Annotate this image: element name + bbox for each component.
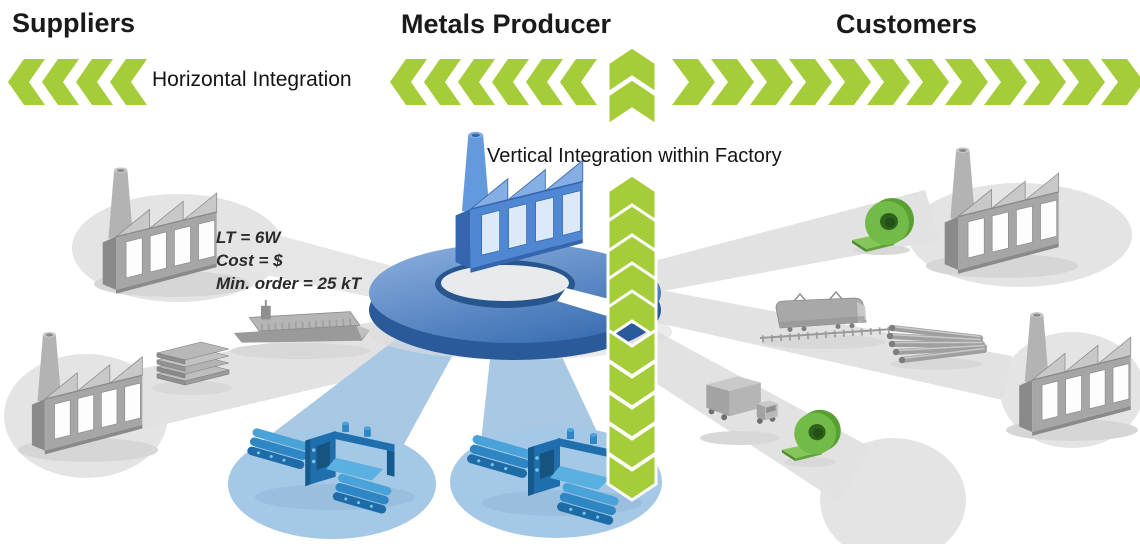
supplier-terms-callout: LT = 6W Cost = $ Min. order = 25 kT bbox=[216, 226, 361, 295]
chevrons-vertical-icon bbox=[606, 45, 658, 502]
barge-icon bbox=[234, 300, 370, 343]
chevrons-producer-left-icon bbox=[390, 59, 597, 105]
callout-line-leadtime: LT = 6W bbox=[216, 228, 281, 247]
callout-line-cost: Cost = $ bbox=[216, 251, 283, 270]
horizontal-integration-label: Horizontal Integration bbox=[152, 68, 352, 91]
metals-producer-heading: Metals Producer bbox=[401, 9, 612, 39]
customers-heading: Customers bbox=[836, 9, 978, 39]
callout-line-min-order: Min. order = 25 kT bbox=[216, 274, 362, 293]
vertical-integration-label: Vertical Integration within Factory bbox=[487, 145, 782, 167]
chevrons-customers-icon bbox=[672, 59, 1140, 105]
suppliers-heading: Suppliers bbox=[12, 8, 136, 38]
chevrons-suppliers-icon bbox=[8, 59, 147, 105]
circular-ring-icon bbox=[369, 243, 661, 360]
